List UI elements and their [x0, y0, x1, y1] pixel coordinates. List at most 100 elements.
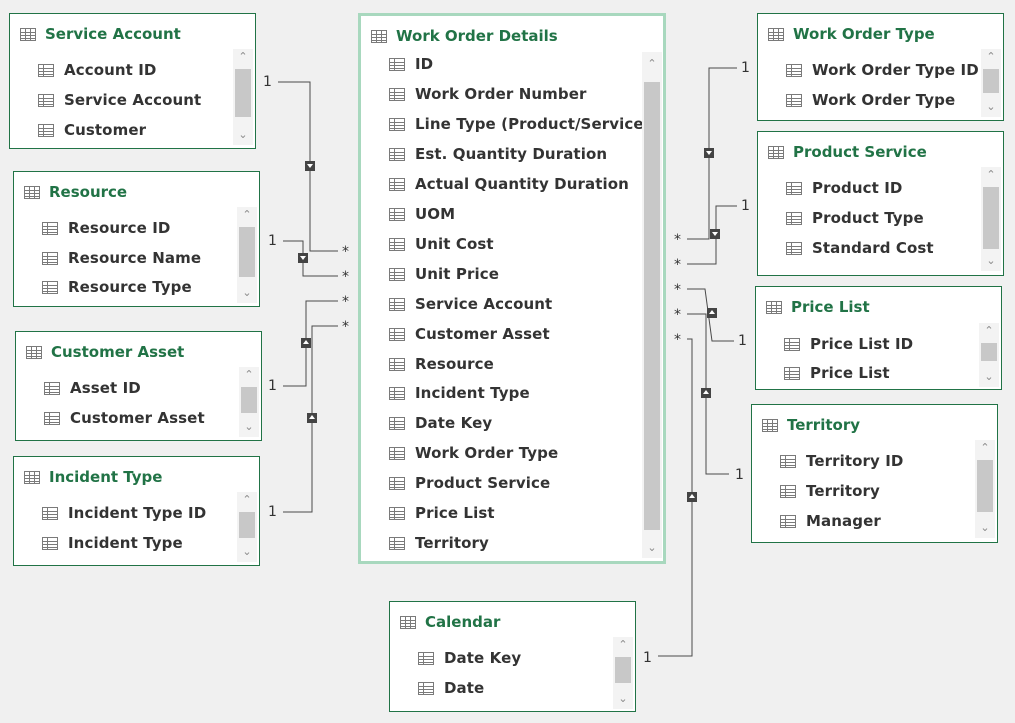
field-label: Territory: [415, 534, 489, 552]
field-row[interactable]: Territory ID: [780, 450, 903, 472]
field-label: Resource Type: [68, 278, 192, 296]
field-row[interactable]: Price List: [389, 502, 495, 524]
table-icon: [24, 470, 40, 484]
field-icon: [44, 381, 60, 395]
field-icon: [389, 267, 405, 281]
field-row[interactable]: Standard Cost: [786, 237, 934, 259]
field-row[interactable]: Unit Price: [389, 263, 499, 285]
scroll-down-icon[interactable]: ⌄: [980, 521, 990, 534]
cardinality-many-label: *: [342, 269, 349, 285]
field-row[interactable]: Account ID: [38, 59, 156, 81]
field-icon: [784, 337, 800, 351]
field-icon: [38, 63, 54, 77]
scroll-up-icon[interactable]: ⌃: [242, 208, 252, 221]
field-row[interactable]: Date Key: [418, 647, 521, 669]
field-row[interactable]: Work Order Type: [389, 442, 558, 464]
field-row[interactable]: Resource ID: [42, 217, 170, 239]
scrollbar-thumb[interactable]: [981, 343, 997, 361]
field-row[interactable]: Unit Cost: [389, 233, 494, 255]
field-row[interactable]: Actual Quantity Duration: [389, 173, 629, 195]
scrollbar[interactable]: ⌃ ⌄: [981, 49, 1001, 117]
scrollbar-thumb[interactable]: [615, 657, 631, 683]
field-row[interactable]: Line Type (Product/Service): [389, 113, 651, 135]
scroll-up-icon[interactable]: ⌃: [244, 368, 254, 381]
field-icon: [42, 251, 58, 265]
field-row[interactable]: Manager: [780, 510, 881, 532]
scrollbar-thumb[interactable]: [644, 82, 660, 530]
field-row[interactable]: Resource: [389, 353, 494, 375]
field-row[interactable]: Product Service: [389, 472, 550, 494]
scroll-down-icon[interactable]: ⌄: [986, 254, 996, 267]
field-row[interactable]: Territory: [780, 480, 880, 502]
scrollbar-thumb[interactable]: [241, 387, 257, 413]
scrollbar[interactable]: ⌃ ⌄: [642, 52, 662, 558]
scrollbar-thumb[interactable]: [983, 187, 999, 249]
table-price-list[interactable]: Price List Price List ID Price List ⌃ ⌄: [755, 286, 1002, 390]
scrollbar[interactable]: ⌃ ⌄: [237, 207, 257, 303]
field-row[interactable]: Work Order Number: [389, 83, 586, 105]
scroll-down-icon[interactable]: ⌄: [242, 286, 252, 299]
field-row[interactable]: Work Order Type ID: [786, 59, 979, 81]
scroll-down-icon[interactable]: ⌄: [984, 370, 994, 383]
table-work-order-type[interactable]: Work Order Type Work Order Type ID Work …: [757, 13, 1004, 121]
table-resource[interactable]: Resource Resource ID Resource Name Resou…: [13, 171, 260, 307]
field-row[interactable]: Asset ID: [44, 377, 141, 399]
scroll-up-icon[interactable]: ⌃: [980, 441, 990, 454]
scroll-down-icon[interactable]: ⌄: [244, 420, 254, 433]
field-row[interactable]: Product Type: [786, 207, 924, 229]
table-work-order-details[interactable]: Work Order Details ID Work Order Number …: [358, 13, 666, 564]
field-row[interactable]: Incident Type: [389, 382, 530, 404]
scroll-up-icon[interactable]: ⌃: [984, 324, 994, 337]
scrollbar[interactable]: ⌃ ⌄: [239, 367, 259, 437]
scrollbar[interactable]: ⌃ ⌄: [613, 637, 633, 709]
table-incident-type[interactable]: Incident Type Incident Type ID Incident …: [13, 456, 260, 566]
scroll-down-icon[interactable]: ⌄: [238, 128, 248, 141]
scrollbar[interactable]: ⌃ ⌄: [981, 167, 1001, 271]
table-icon: [371, 29, 387, 43]
scroll-up-icon[interactable]: ⌃: [238, 50, 248, 63]
table-service-account[interactable]: Service Account Account ID Service Accou…: [9, 13, 256, 149]
field-row[interactable]: Product ID: [786, 177, 902, 199]
scroll-down-icon[interactable]: ⌄: [647, 541, 657, 554]
field-row[interactable]: Work Order Type: [786, 89, 955, 111]
scrollbar-thumb[interactable]: [239, 512, 255, 538]
field-row[interactable]: Customer: [38, 119, 146, 141]
field-row[interactable]: Customer Asset: [389, 323, 550, 345]
scrollbar-thumb[interactable]: [239, 227, 255, 277]
field-row[interactable]: Price List ID: [784, 333, 913, 355]
field-row[interactable]: Date: [418, 677, 484, 699]
field-row[interactable]: ID: [389, 53, 433, 75]
table-product-service[interactable]: Product Service Product ID Product Type …: [757, 131, 1004, 276]
field-row[interactable]: Resource Name: [42, 247, 201, 269]
field-row[interactable]: Incident Type ID: [42, 502, 206, 524]
scrollbar[interactable]: ⌃ ⌄: [233, 49, 253, 145]
scrollbar[interactable]: ⌃ ⌄: [979, 323, 999, 387]
scroll-up-icon[interactable]: ⌃: [986, 50, 996, 63]
table-calendar[interactable]: Calendar Date Key Date ⌃ ⌄: [389, 601, 636, 712]
scroll-down-icon[interactable]: ⌄: [986, 100, 996, 113]
field-row[interactable]: Resource Type: [42, 276, 192, 298]
scrollbar-thumb[interactable]: [235, 69, 251, 117]
scrollbar[interactable]: ⌃ ⌄: [237, 492, 257, 562]
field-icon: [389, 57, 405, 71]
field-row[interactable]: Date Key: [389, 412, 492, 434]
scroll-down-icon[interactable]: ⌄: [618, 692, 628, 705]
field-row[interactable]: UOM: [389, 203, 455, 225]
scroll-up-icon[interactable]: ⌃: [618, 638, 628, 651]
scrollbar[interactable]: ⌃ ⌄: [975, 440, 995, 538]
field-row[interactable]: Service Account: [389, 293, 552, 315]
scrollbar-thumb[interactable]: [983, 69, 999, 93]
field-row[interactable]: Territory: [389, 532, 489, 554]
scroll-up-icon[interactable]: ⌃: [242, 493, 252, 506]
field-row[interactable]: Price List: [784, 362, 890, 384]
scroll-up-icon[interactable]: ⌃: [986, 168, 996, 181]
scrollbar-thumb[interactable]: [977, 460, 993, 512]
field-row[interactable]: Est. Quantity Duration: [389, 143, 607, 165]
field-row[interactable]: Customer Asset: [44, 407, 205, 429]
table-territory[interactable]: Territory Territory ID Territory Manager…: [751, 404, 998, 543]
field-row[interactable]: Service Account: [38, 89, 201, 111]
table-customer-asset[interactable]: Customer Asset Asset ID Customer Asset ⌃…: [15, 331, 262, 441]
scroll-down-icon[interactable]: ⌄: [242, 545, 252, 558]
scroll-up-icon[interactable]: ⌃: [647, 57, 657, 70]
field-row[interactable]: Incident Type: [42, 532, 183, 554]
